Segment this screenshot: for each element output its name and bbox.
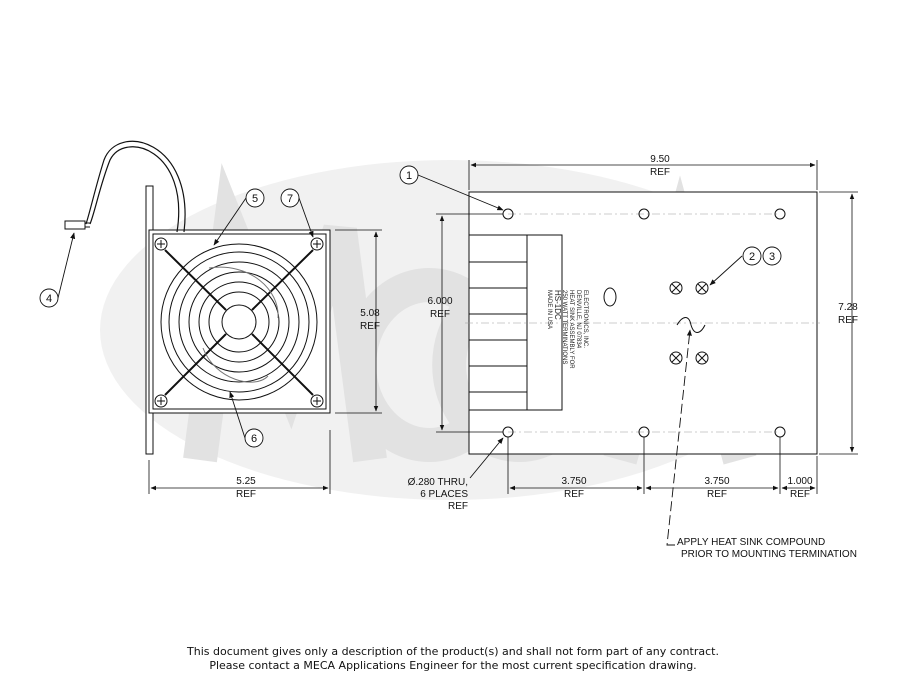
dim-fan-height: 5.08 [360,308,380,319]
side-view-dimensions [148,229,382,494]
balloon-2 [742,246,762,266]
svg-text:3: 3 [769,251,775,263]
svg-text:HEAT SINK ASSEMBLY FOR: HEAT SINK ASSEMBLY FOR [568,290,574,369]
balloon-3 [762,246,782,266]
svg-text:REF: REF [707,489,727,500]
svg-text:REF: REF [564,489,584,500]
compound-note-line1: APPLY HEAT SINK COMPOUND [677,537,825,548]
hole-note-line1: Ø.280 THRU, [408,477,468,488]
fan-screws [154,237,324,408]
dim-hole-pitch-1: 3.750 [561,476,586,487]
svg-text:ELECTRONICS, INC.: ELECTRONICS, INC. [582,290,588,348]
balloon-5 [245,188,265,208]
balloon-numbers: 1 2 3 4 5 6 7 [46,170,775,445]
dim-hole-spacing: 6.000 [427,296,452,307]
svg-text:2: 2 [749,251,755,263]
fan-connector [64,220,86,230]
svg-text:4: 4 [46,293,52,305]
dim-overall-height: 7.28 [838,302,858,313]
svg-text:REF: REF [236,489,256,500]
hole-note-line2: 6 PLACES [420,489,468,500]
svg-text:6: 6 [251,433,257,445]
disclaimer-line-1: This document gives only a description o… [187,645,719,658]
balloon-7 [280,188,300,208]
balloon-6 [244,428,264,448]
dimension-labels: 9.50 REF 7.28 REF 6.000 REF 5.08 REF 5.2… [236,154,858,560]
svg-text:REF: REF [838,315,858,326]
svg-text:MADE IN USA: MADE IN USA [546,290,552,329]
dim-side-width: 5.25 [236,476,256,487]
svg-text:REF: REF [430,309,450,320]
label-plate-text: ELECTRONICS, INC. DENVILLE, NJ 07834 HEA… [546,290,588,369]
svg-text:REF: REF [790,489,810,500]
svg-text:HS-1DC: HS-1DC [553,290,562,320]
svg-text:1: 1 [406,170,412,182]
fan-cable [89,146,180,233]
svg-text:250 WATT TERMINATIONS: 250 WATT TERMINATIONS [561,290,567,364]
top-view-dimensions [436,160,858,494]
balloon-4 [39,288,59,308]
dim-hole-pitch-2: 3.750 [704,476,729,487]
svg-text:REF: REF [360,321,380,332]
termination-screws [669,281,709,365]
dim-overall-width: 9.50 [650,154,670,165]
fan-side-view [64,140,331,455]
hole-note-line3: REF [448,501,468,512]
meca-logo [603,287,617,307]
svg-text:5: 5 [252,193,258,205]
svg-text:DENVILLE, NJ 07834: DENVILLE, NJ 07834 [575,290,581,349]
balloon-1 [399,165,419,185]
compound-note-line2: PRIOR TO MOUNTING TERMINATION [681,549,857,560]
fan-grill [160,243,318,401]
callout-balloons [39,165,782,546]
svg-text:REF: REF [650,167,670,178]
svg-text:7: 7 [287,193,293,205]
disclaimer-line-2: Please contact a MECA Applications Engin… [209,659,697,672]
dim-edge-offset: 1.000 [787,476,812,487]
fan-block [468,234,563,411]
heatsink-top-view [465,191,820,455]
